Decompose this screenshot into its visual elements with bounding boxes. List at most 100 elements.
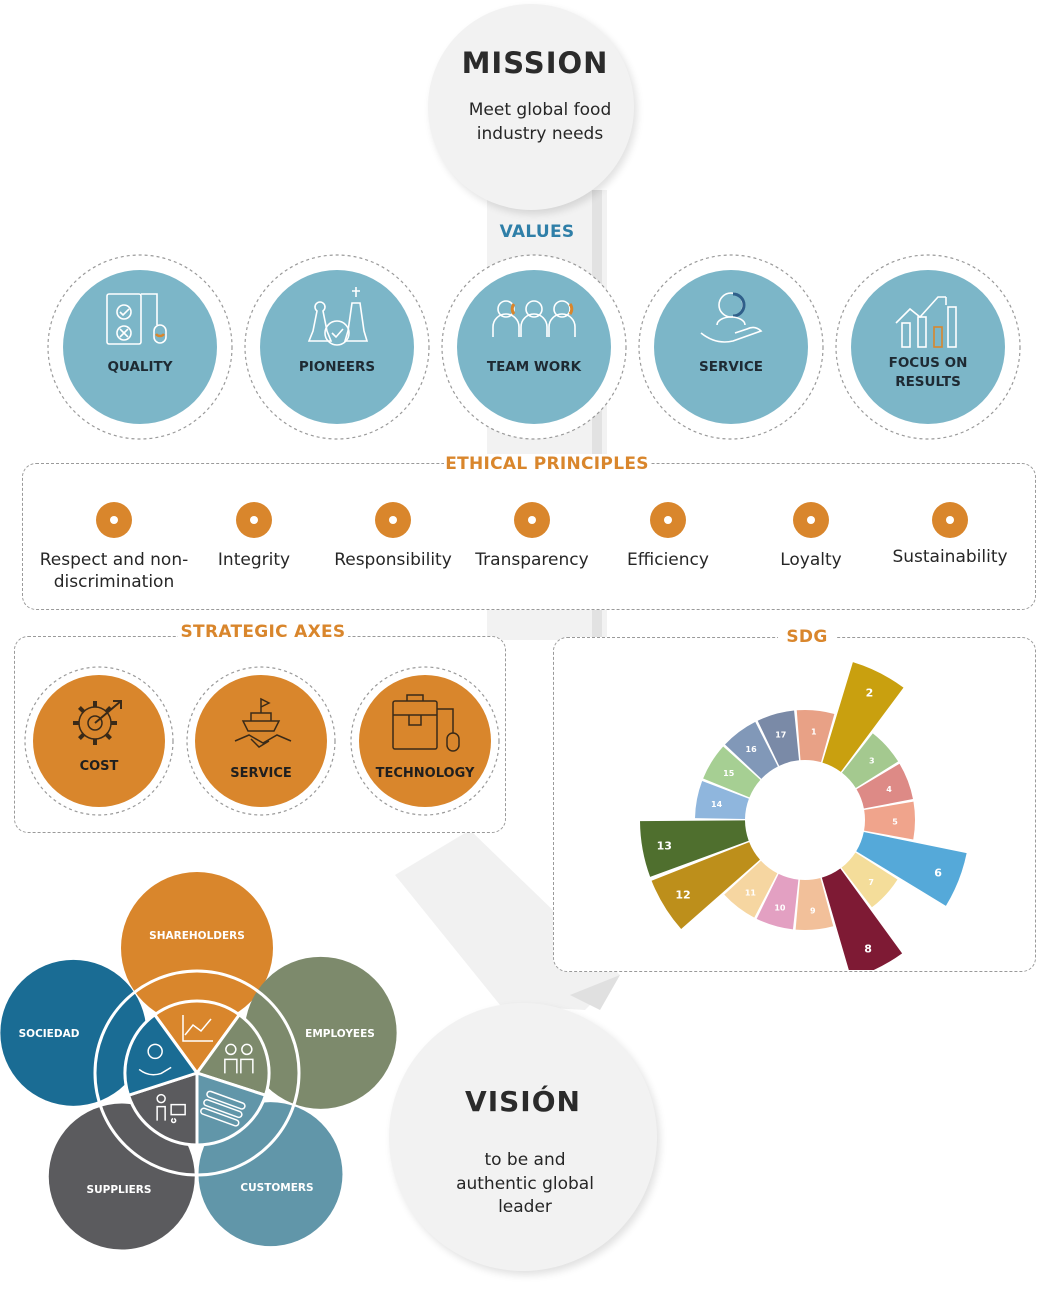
two-people-icon xyxy=(224,1043,254,1074)
strategic-axes-row xyxy=(24,666,500,816)
cart-person-icon xyxy=(156,1093,186,1124)
mission-title: MISSION xyxy=(461,46,609,80)
sdg-goal-segment xyxy=(856,763,913,809)
ethical-principle-label-line2: discrimination xyxy=(53,572,175,592)
vision-text-line2: authentic global xyxy=(456,1174,594,1194)
sdg-goal-number: 15 xyxy=(723,769,735,778)
sdg-goal-segment xyxy=(640,820,749,877)
sdg-goal-segment xyxy=(695,780,749,819)
value-circle xyxy=(654,270,808,424)
badges-icon xyxy=(200,1090,246,1127)
sdg-goal-number: 16 xyxy=(746,745,758,754)
mission-text-line1: Meet global food xyxy=(468,100,612,120)
sdg-goal-number: 14 xyxy=(711,800,723,809)
strategic-axes-title: STRATEGIC AXES xyxy=(178,622,348,642)
values-title: VALUES xyxy=(499,222,575,242)
sdg-goal-number: 17 xyxy=(775,730,786,739)
axis-label: SERVICE xyxy=(230,766,292,781)
sdg-center-hole xyxy=(747,762,863,878)
ethical-principle-marker xyxy=(932,502,968,538)
axis-label: COST xyxy=(79,759,119,774)
value-label-line2: RESULTS xyxy=(895,374,961,390)
values-row xyxy=(47,254,1021,440)
axis-circle xyxy=(33,675,165,807)
sdg-goal-segment xyxy=(756,873,799,930)
sdg-goal-segment xyxy=(795,877,834,930)
sdg-goal-segment xyxy=(725,721,778,779)
stakeholder-label: SHAREHOLDERS xyxy=(149,930,245,942)
value-label: PIONEERS xyxy=(298,359,376,375)
chess-pieces-icon xyxy=(307,287,369,346)
sdg-goal-number: 13 xyxy=(657,840,672,853)
sdg-goal-segment xyxy=(703,746,761,798)
sdg-goal-segment xyxy=(841,852,898,908)
ethical-principle-marker xyxy=(236,502,272,538)
vision-text-line1: to be and xyxy=(484,1150,566,1170)
team-people-icon xyxy=(492,300,576,337)
sdg-goal-segment xyxy=(864,801,915,840)
stakeholder-label: SOCIEDAD xyxy=(18,1028,80,1040)
ethical-principle-label: Respect and non- xyxy=(39,550,189,570)
sdg-goal-segment xyxy=(821,868,903,970)
stakeholder-petal xyxy=(121,872,273,1024)
chart-growth-icon xyxy=(182,1015,213,1042)
sdg-goal-segment xyxy=(796,710,835,763)
sdg-goal-number: 6 xyxy=(934,866,942,879)
sdg-goal-segment xyxy=(724,860,778,918)
gear-arrow-icon xyxy=(73,700,122,745)
vision-circle xyxy=(389,1003,657,1271)
stakeholder-label: CUSTOMERS xyxy=(240,1182,314,1194)
sdg-goal-number: 2 xyxy=(866,686,874,699)
sdg-goal-number: 5 xyxy=(892,817,898,826)
stakeholder-label: SUPPLIERS xyxy=(86,1184,152,1196)
stakeholder-wedge xyxy=(152,999,242,1076)
ethical-principle-marker xyxy=(650,502,686,538)
value-circle xyxy=(457,270,611,424)
handshake-ship-icon xyxy=(234,697,292,748)
sdg-goal-number: 7 xyxy=(868,878,874,887)
sdg-goal-number: 12 xyxy=(675,889,690,902)
briefcase-mouse-icon xyxy=(392,694,460,752)
axis-circle xyxy=(359,675,491,807)
stakeholder-wedge xyxy=(194,1012,271,1098)
sdg-title: SDG xyxy=(778,627,836,647)
value-circle xyxy=(260,270,414,424)
value-label: SERVICE xyxy=(699,359,763,375)
sdg-goal-number: 8 xyxy=(864,942,872,955)
sdg-goal-segment xyxy=(856,832,967,906)
ethical-principle-label: Efficiency xyxy=(627,550,709,570)
value-circle xyxy=(63,270,217,424)
value-label: FOCUS ON xyxy=(888,355,968,371)
sdg-goal-number: 11 xyxy=(745,889,757,898)
value-label: QUALITY xyxy=(107,359,173,375)
sdg-goal-number: 9 xyxy=(810,907,816,916)
ethical-principle-marker xyxy=(375,502,411,538)
vision-text-line3: leader xyxy=(498,1197,552,1217)
stakeholder-petal xyxy=(48,1103,195,1250)
axis-label: TECHNOLOGY xyxy=(375,766,475,781)
stakeholders-flower xyxy=(0,872,397,1250)
mission-text-line2: industry needs xyxy=(476,124,604,144)
sdg-goal-number: 3 xyxy=(869,757,875,766)
hand-person-icon xyxy=(700,292,763,343)
ethical-principle-marker xyxy=(96,502,132,538)
quality-checklist-icon xyxy=(106,293,167,345)
sdg-goal-segment xyxy=(651,842,760,930)
stakeholder-petal xyxy=(198,1102,343,1247)
sdg-goal-number: 10 xyxy=(774,903,786,912)
ethical-principle-label: Sustainability xyxy=(892,547,1008,567)
vision-title: VISIÓN xyxy=(465,1085,581,1118)
sdg-goal-segment xyxy=(822,662,904,772)
ethical-principle-marker xyxy=(793,502,829,538)
hand-person-icon xyxy=(138,1043,172,1076)
ethical-principle-marker xyxy=(514,502,550,538)
ethical-principle-label: Responsibility xyxy=(334,550,452,570)
stakeholder-label: EMPLOYEES xyxy=(305,1028,375,1040)
flower-ring xyxy=(93,969,301,1177)
sdg-goal-number: 4 xyxy=(886,785,892,794)
value-label: TEAM WORK xyxy=(486,359,582,375)
growth-chart-icon xyxy=(895,296,957,348)
stakeholder-petal xyxy=(244,956,397,1109)
